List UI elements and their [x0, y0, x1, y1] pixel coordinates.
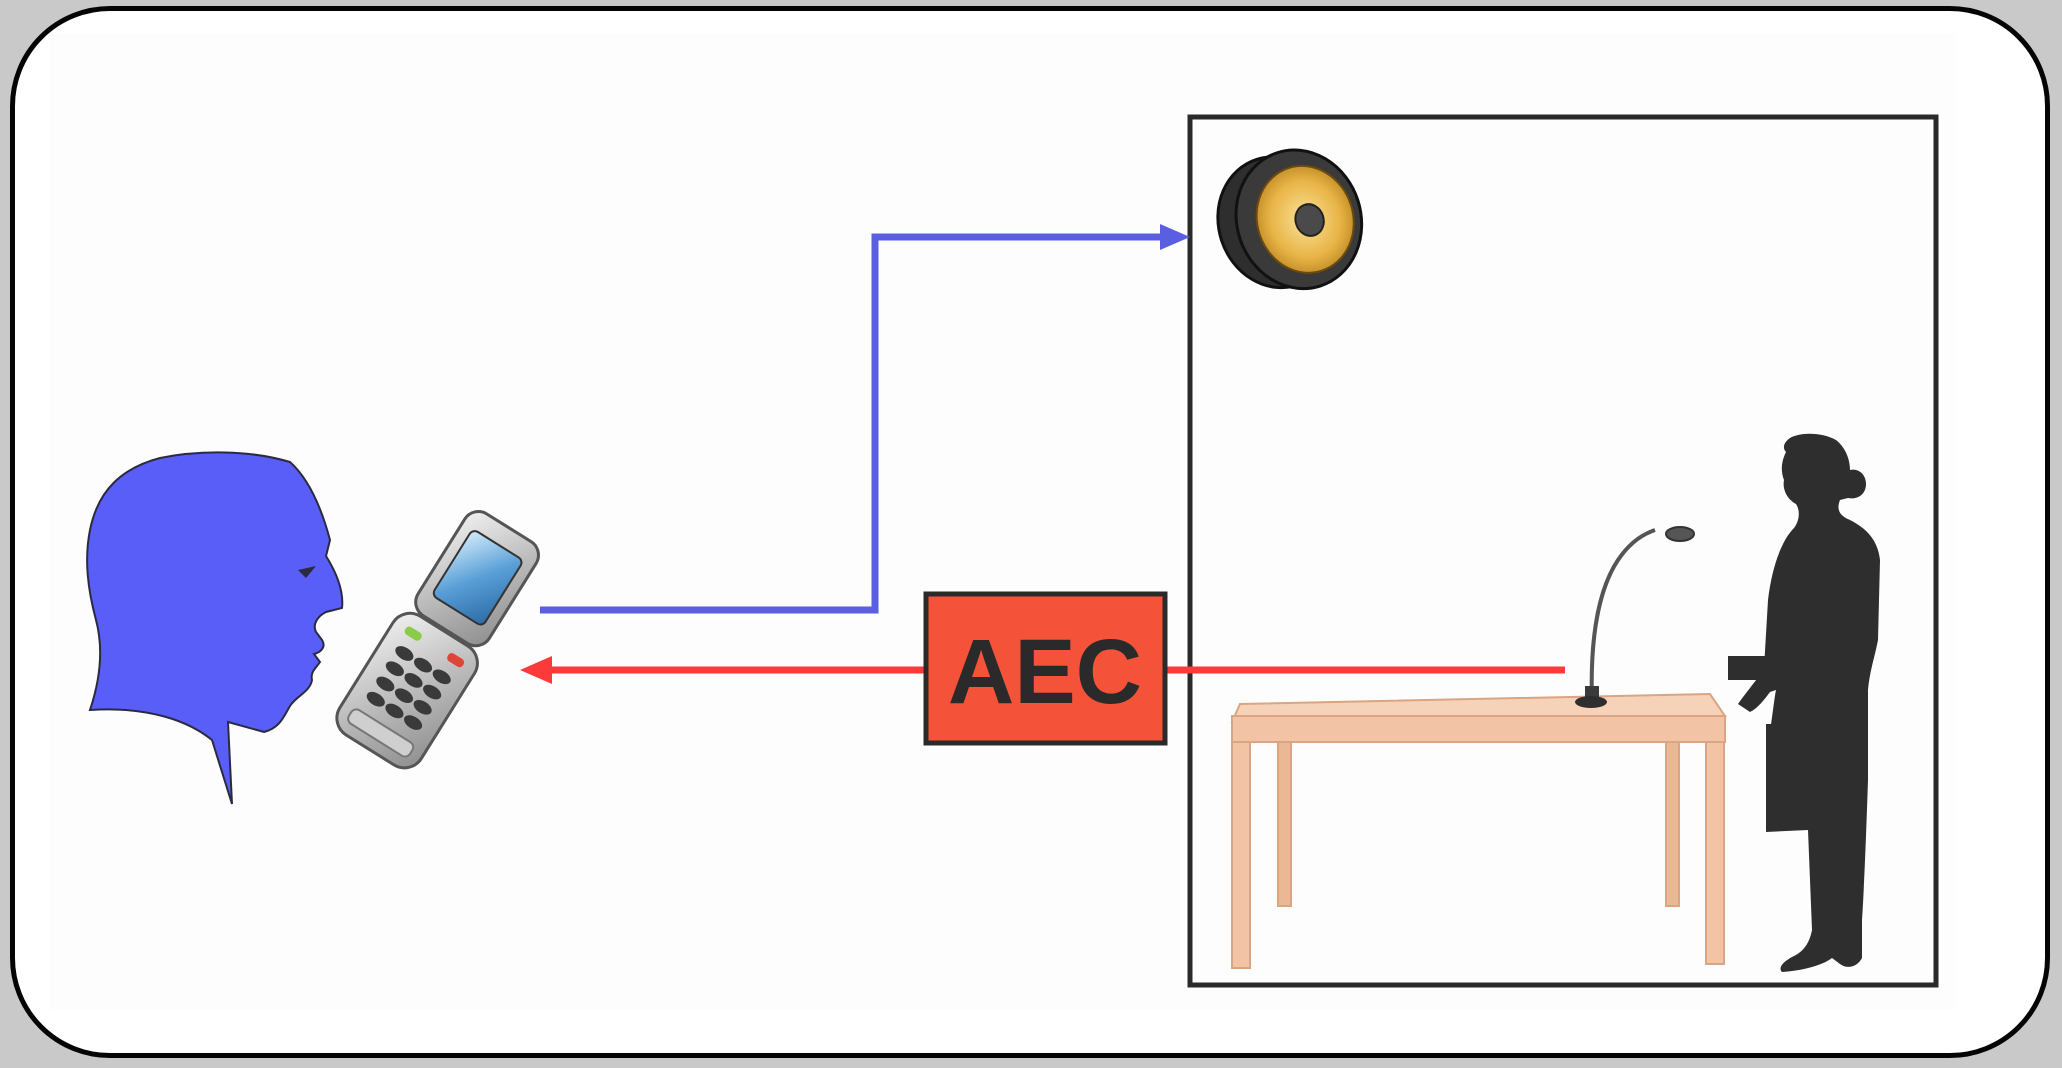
briefcase	[1766, 724, 1818, 830]
diagram-canvas	[50, 34, 1956, 1010]
microphone-icon	[1575, 526, 1695, 708]
echo-arrowhead	[520, 656, 552, 684]
aec-box	[923, 591, 1168, 746]
aec-label: AEC	[948, 621, 1142, 723]
table-icon	[1230, 692, 1727, 969]
flip-phone-icon	[335, 510, 540, 770]
talking-head-icon	[86, 451, 344, 805]
outgoing-arrowhead	[1160, 224, 1190, 250]
loudspeaker-icon	[1216, 148, 1364, 291]
room-outline	[1187, 114, 1939, 988]
echo-return-path	[520, 656, 1565, 684]
aec-block: AEC	[923, 591, 1168, 746]
head-eye	[298, 566, 316, 578]
standing-woman-icon	[1728, 433, 1880, 972]
outgoing-signal-path	[540, 224, 1190, 614]
